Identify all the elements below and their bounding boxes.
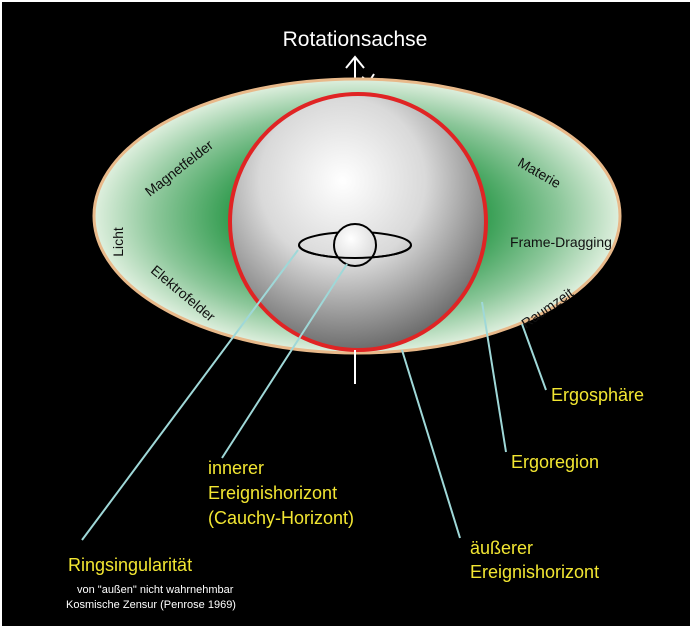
callout-outer-horizon-line1: äußerer [470, 538, 533, 558]
title-rotationsachse: Rotationsachse [283, 28, 428, 51]
inner-event-horizon-sphere [334, 224, 376, 266]
ring-note-line1: von "außen" nicht wahrnehmbar [77, 584, 234, 596]
ring-note-line2: Kosmische Zensur (Penrose 1969) [66, 599, 236, 611]
callout-inner-horizon-line1: innerer [208, 458, 264, 478]
callout-inner-horizon-line3: (Cauchy-Horizont) [208, 508, 354, 528]
label-licht: Licht [110, 227, 126, 257]
outer-event-horizon [230, 94, 486, 350]
callout-inner-horizon-line2: Ereignishorizont [208, 483, 337, 503]
callout-ergosphaere: Ergosphäre [551, 385, 644, 405]
callout-outer-horizon-line2: Ereignishorizont [470, 562, 599, 582]
callout-ring-singularity: Ringsingularität [68, 555, 192, 575]
label-frame-dragging: Frame-Dragging [510, 234, 612, 250]
callout-ergoregion: Ergoregion [511, 452, 599, 472]
